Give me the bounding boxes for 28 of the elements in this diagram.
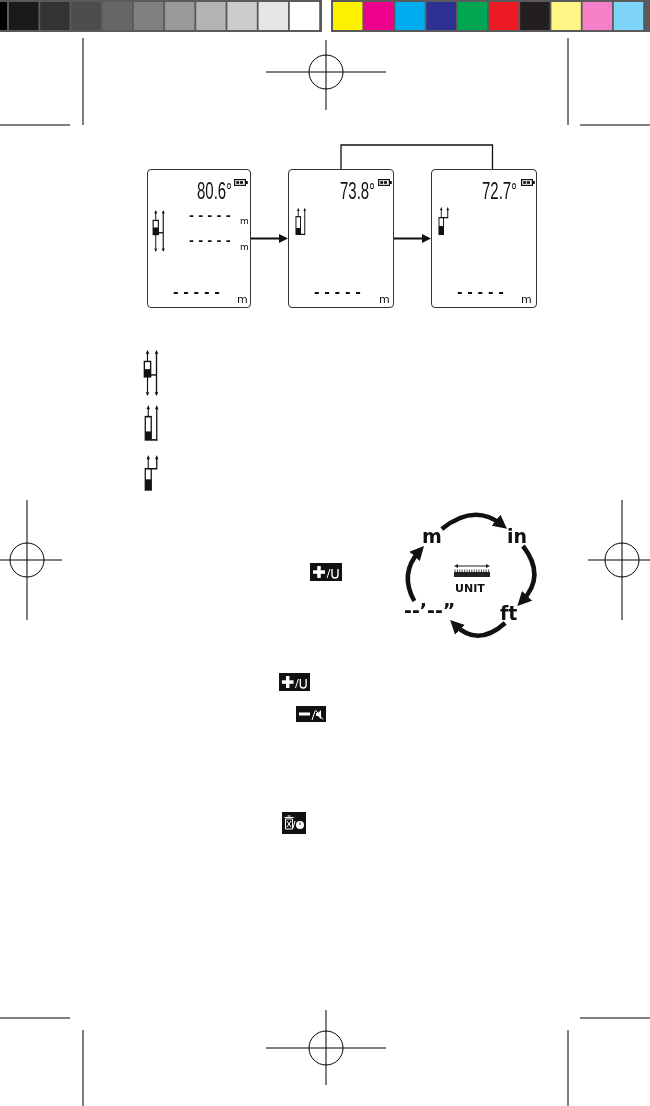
unit-label: --’--” <box>404 601 456 620</box>
reading-value: 80.6° <box>197 180 233 203</box>
unit-label: m <box>237 294 248 305</box>
reading-value: 73.8° <box>340 180 376 203</box>
unit-label: in <box>507 527 528 546</box>
unit-label: m <box>521 294 532 305</box>
arrow <box>250 234 288 243</box>
blank-reading-field: - - - - - <box>189 210 231 222</box>
curved-arrow <box>405 545 424 602</box>
unit-label: ft <box>500 604 518 623</box>
arrow <box>393 234 431 243</box>
lcd-screen <box>147 169 251 308</box>
blank-reading-field: - - - - - <box>189 235 231 247</box>
curved-arrow <box>517 544 537 607</box>
connector-line <box>340 144 494 170</box>
unit-label: m <box>379 294 390 305</box>
curved-arrow <box>440 512 508 531</box>
lcd-screen <box>288 169 394 308</box>
curved-arrow <box>449 620 507 638</box>
unit-label: m <box>240 217 249 226</box>
lcd-screen <box>431 169 537 308</box>
blank-reading-field: - - - - - <box>173 286 220 300</box>
blank-reading-field: - - - - - <box>457 286 504 300</box>
unit-label: m <box>240 243 249 252</box>
unit-label: m <box>422 527 442 546</box>
blank-reading-field: - - - - - <box>314 286 361 300</box>
unit-caption: UNIT <box>455 583 485 594</box>
reading-value: 72.7° <box>482 180 518 203</box>
